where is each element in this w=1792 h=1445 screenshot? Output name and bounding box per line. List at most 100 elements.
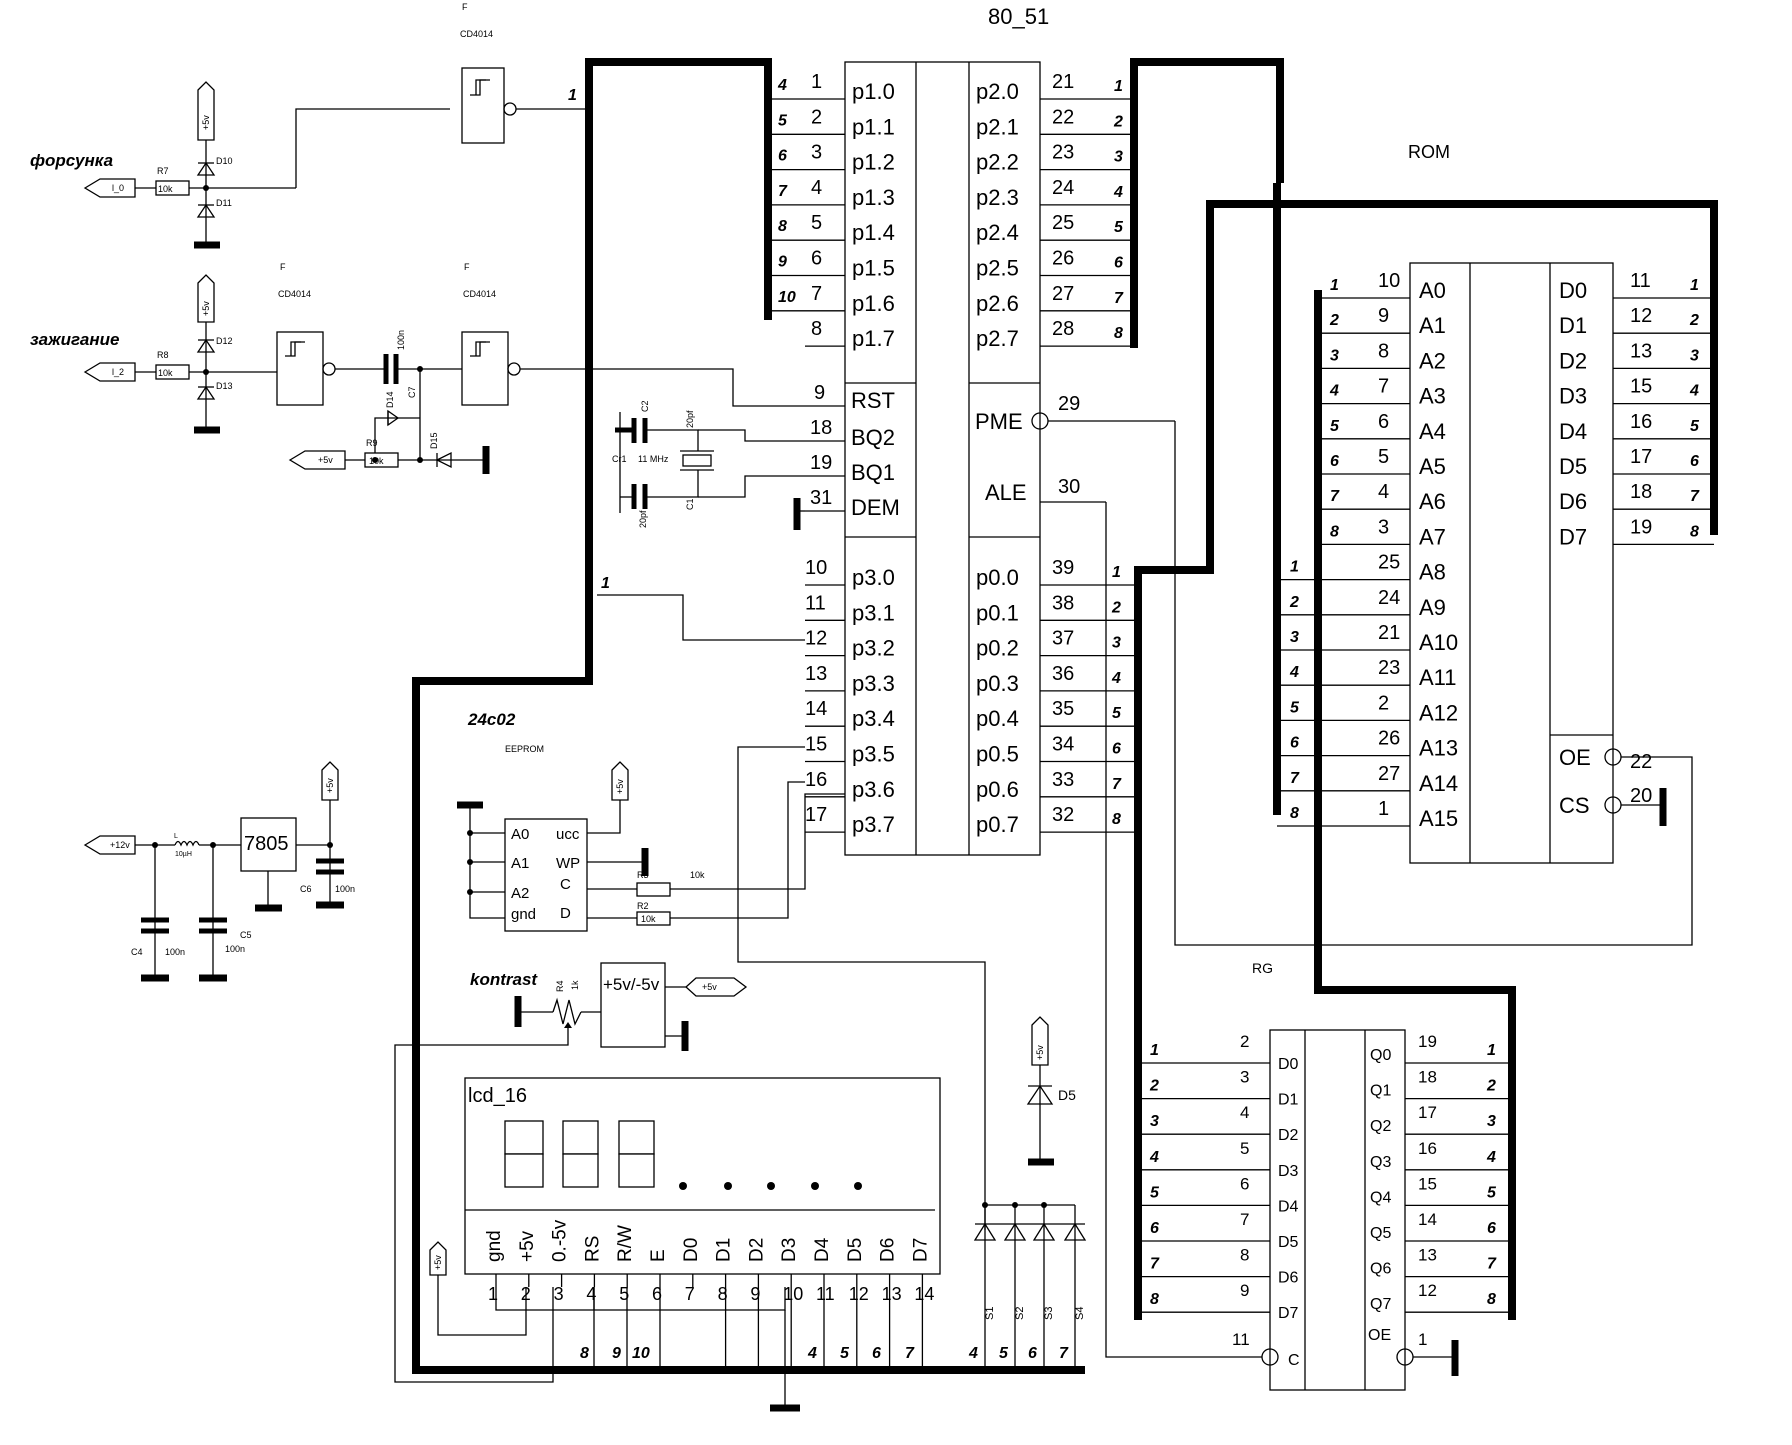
rom-bus-a2: 3 xyxy=(1330,347,1339,364)
rg-bus-q2: 3 xyxy=(1487,1113,1496,1130)
lcd-pin-num-4: 4 xyxy=(586,1284,596,1304)
rom-pin-d1: D1 xyxy=(1559,313,1587,338)
rom-pin-a11: A11 xyxy=(1419,665,1457,690)
rom-pin-num-a7: 3 xyxy=(1378,516,1389,538)
rg-bus-q7: 8 xyxy=(1487,1291,1496,1308)
bus-label-p2-7: 8 xyxy=(1114,325,1123,342)
rom-bus-d0: 1 xyxy=(1690,277,1699,294)
rom-pin-num-a9: 24 xyxy=(1378,587,1400,609)
pin-num-p2-5: 26 xyxy=(1052,248,1074,270)
c7-value: 100n xyxy=(396,330,406,350)
rg-bus-d1: 2 xyxy=(1149,1078,1159,1095)
gate2-f: F xyxy=(280,262,286,272)
rg-pin-q1: Q1 xyxy=(1370,1083,1391,1100)
lcd-pin-num-14: 14 xyxy=(914,1284,934,1304)
bus-label-p0-6: 7 xyxy=(1112,776,1122,793)
lcd-pin-num-11: 11 xyxy=(816,1284,835,1304)
rom-pin-a13: A13 xyxy=(1419,736,1458,761)
bus-label-p1-4: 8 xyxy=(778,218,787,235)
pin-bq1: BQ1 xyxy=(851,460,895,485)
pin-p1-1: p1.1 xyxy=(852,114,895,139)
lcd-pin-num-13: 13 xyxy=(882,1284,902,1304)
rom-bus-a4: 5 xyxy=(1330,418,1340,435)
pin-p2-2: p2.2 xyxy=(976,150,1019,175)
rg-pin-q5: Q5 xyxy=(1370,1225,1391,1242)
pin-num-p1-1: 2 xyxy=(811,106,822,128)
rom-pin-num-a4: 6 xyxy=(1378,411,1389,433)
rom-pin-num-a14: 27 xyxy=(1378,763,1400,785)
pin-num-p1-5: 6 xyxy=(811,248,822,270)
lcd-bus-2: 10 xyxy=(632,1345,650,1362)
inductor-label: L xyxy=(174,833,178,840)
pin-num-p1-3: 4 xyxy=(811,177,822,199)
eeprom-24c02: 24c02 EEPROM A0 A1 A2 gnd ucc WP C D +5v… xyxy=(457,710,845,932)
bus-label-p2-2: 3 xyxy=(1114,149,1123,166)
contrast-circuit: kontrast R4 1k +5v/-5v +5v xyxy=(394,962,748,1383)
p3-bus-label: 1 xyxy=(601,575,610,592)
key-s4: S4 xyxy=(1074,1307,1086,1320)
schmitt-gate-3 xyxy=(461,331,509,406)
pin-p3-3: p3.3 xyxy=(852,671,895,696)
lcd-bus-4: 5 xyxy=(840,1345,850,1362)
lcd-pin-d2: D2 xyxy=(746,1238,767,1262)
key-s1: S1 xyxy=(984,1307,996,1320)
rg-pin-num-d7: 9 xyxy=(1240,1281,1249,1300)
power-supply: +12v L 10µH 7805 +5v C6 100n C4 100n C5 xyxy=(83,761,355,982)
rom-pin-a6: A6 xyxy=(1419,489,1446,514)
lcd-pin-d4: D4 xyxy=(812,1237,833,1262)
c4-label: C4 xyxy=(131,947,143,957)
pin-num-p0-0: 39 xyxy=(1052,557,1074,579)
rom-bus-a0: 1 xyxy=(1330,277,1339,294)
lcd-pin-rs: RS xyxy=(582,1236,603,1262)
pin-dem: DEM xyxy=(851,495,900,520)
pin-num-p3-2: 12 xyxy=(805,628,827,650)
rom-pin-num-d4: 16 xyxy=(1630,411,1652,433)
pin-p3-0: p3.0 xyxy=(852,565,895,590)
rg-pin-q3: Q3 xyxy=(1370,1154,1391,1171)
pin-p2-1: p2.1 xyxy=(976,114,1019,139)
rg-pin-q6: Q6 xyxy=(1370,1261,1391,1278)
rg-bus-q3: 4 xyxy=(1486,1149,1496,1166)
bus-label-p1-6: 10 xyxy=(778,289,796,306)
pin-num-bq2: 18 xyxy=(810,417,832,439)
rom-pin-a8: A8 xyxy=(1419,560,1446,585)
bus-label-p0-2: 3 xyxy=(1112,635,1121,652)
pin-num-p2-3: 24 xyxy=(1052,177,1074,199)
pin-num-p2-1: 22 xyxy=(1052,106,1074,128)
pin-p0-2: p0.2 xyxy=(976,636,1019,661)
rom-pin-num-a0: 10 xyxy=(1378,270,1400,292)
pin-num-p1-4: 5 xyxy=(811,212,822,234)
gate1-bus-label: 1 xyxy=(568,87,577,104)
c4-value: 100n xyxy=(165,947,185,957)
gate1-f: F xyxy=(462,2,468,12)
gate1-chip: CD4014 xyxy=(460,29,493,39)
key-bus-s4: 7 xyxy=(1059,1345,1069,1362)
lcd-pin-num-3: 3 xyxy=(554,1284,564,1304)
rom-pin-a7: A7 xyxy=(1419,524,1446,549)
rom-pin-a9: A9 xyxy=(1419,595,1446,620)
ignition-label: зажигание xyxy=(30,330,119,349)
rom-bus-d5: 6 xyxy=(1690,453,1699,470)
rom-pins: A0101A192A283A374A465A556A647A738A8251A9… xyxy=(1277,270,1714,831)
vcc-d12 xyxy=(197,274,215,323)
bus-label-p0-1: 2 xyxy=(1111,599,1121,616)
pin-num-p0-2: 37 xyxy=(1052,628,1074,650)
eeprom-pin-c: C xyxy=(560,876,571,893)
rom-bus-a8: 1 xyxy=(1290,559,1299,576)
injector-label: форсунка xyxy=(30,151,113,170)
pin-p2-7: p2.7 xyxy=(976,326,1019,351)
rom-pin-d6: D6 xyxy=(1559,489,1587,514)
rom-bus-a9: 2 xyxy=(1289,594,1299,611)
rg-pin-d5: D5 xyxy=(1278,1234,1299,1251)
d5-label: D5 xyxy=(1058,1087,1076,1103)
rom-pin-num-d6: 18 xyxy=(1630,481,1652,503)
rg-pin-num-q6: 13 xyxy=(1418,1246,1437,1265)
contrast-out-label: +5v xyxy=(702,982,717,992)
pin-num-p2-7: 28 xyxy=(1052,318,1074,340)
rg-bus-q4: 5 xyxy=(1487,1184,1497,1201)
lcd-pin-num-12: 12 xyxy=(849,1284,869,1304)
c2-value: 20pf xyxy=(685,410,695,428)
pin-num-p3-7: 17 xyxy=(805,804,827,826)
r9-label: R9 xyxy=(366,438,378,448)
pin-p1-6: p1.6 xyxy=(852,291,895,316)
